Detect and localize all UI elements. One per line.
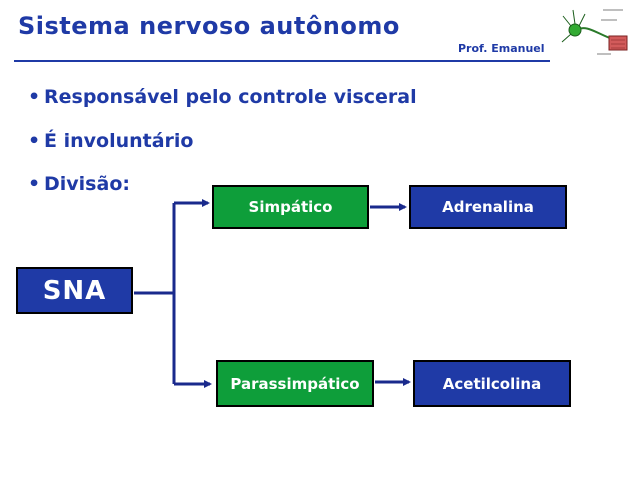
title-underline bbox=[14, 60, 550, 62]
author-credit: Prof. Emanuel bbox=[458, 42, 545, 55]
sna-box: SNA bbox=[16, 267, 133, 314]
parassimpatico-box: Parassimpático bbox=[216, 360, 374, 407]
bullet-text: Divisão: bbox=[44, 173, 130, 195]
bullet-item: •É involuntário bbox=[28, 130, 193, 152]
bullet-item: •Responsável pelo controle visceral bbox=[28, 86, 417, 108]
bullet-marker: • bbox=[28, 173, 41, 195]
slide-title: Sistema nervoso autônomo bbox=[18, 12, 400, 40]
bullet-text: É involuntário bbox=[44, 130, 194, 152]
acetilcolina-box: Acetilcolina bbox=[413, 360, 571, 407]
adrenalina-box: Adrenalina bbox=[409, 185, 567, 229]
bullet-item: •Divisão: bbox=[28, 173, 130, 195]
bullet-marker: • bbox=[28, 130, 41, 152]
neuron-illustration-icon bbox=[561, 9, 628, 55]
bullet-marker: • bbox=[28, 86, 41, 108]
bullet-text: Responsável pelo controle visceral bbox=[44, 86, 417, 108]
simpatico-box: Simpático bbox=[212, 185, 369, 229]
